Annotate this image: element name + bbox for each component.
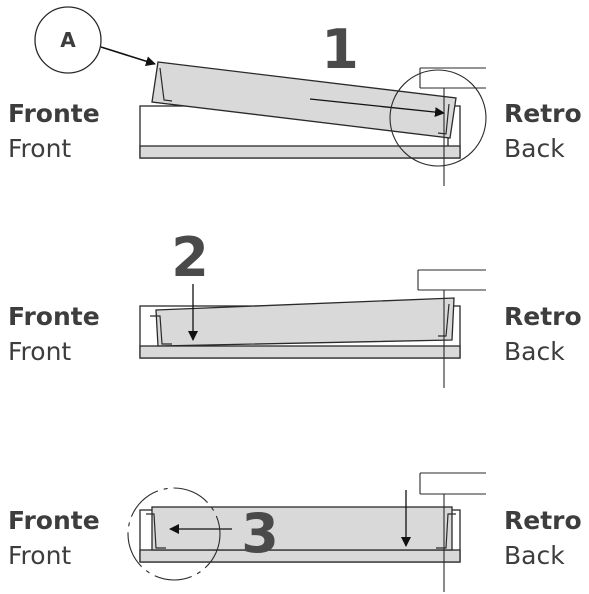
callout-a-circle	[34, 6, 102, 74]
callout-a-letter: A	[60, 28, 76, 52]
step-1-group: 1	[100, 18, 487, 186]
back-label-3-main: Retro	[504, 506, 582, 535]
back-label-3-sub: Back	[504, 541, 565, 570]
back-label-2-main: Retro	[504, 302, 582, 331]
step-1-detail-circle	[389, 69, 487, 167]
step-2-group: 2	[139, 226, 486, 388]
step-1-panel	[151, 61, 457, 139]
step-3-detail-circle	[127, 487, 221, 581]
front-labels: Fronte Front Fronte Front Fronte Front	[8, 99, 100, 570]
back-label-2-sub: Back	[504, 337, 565, 366]
back-label-1-sub: Back	[504, 134, 565, 163]
step-2-panel	[150, 297, 455, 347]
step-1-wall-lines	[419, 67, 486, 186]
back-labels: Retro Back Retro Back Retro Back	[504, 99, 582, 570]
step-1-arrow	[309, 98, 445, 118]
callout-a: A	[34, 6, 102, 74]
front-label-3-sub: Front	[8, 541, 71, 570]
step-3-group: 3	[127, 472, 486, 592]
callout-a-pointer	[100, 46, 156, 67]
step-3-number: 3	[241, 502, 279, 565]
step-3-wall-lines	[419, 472, 486, 592]
front-label-2-main: Fronte	[8, 302, 100, 331]
step-2-wall-lines	[417, 269, 486, 388]
back-label-1-main: Retro	[504, 99, 582, 128]
front-label-2-sub: Front	[8, 337, 71, 366]
front-label-3-main: Fronte	[8, 506, 100, 535]
step-1-number: 1	[321, 18, 359, 81]
step-2-number: 2	[171, 226, 209, 289]
front-label-1-sub: Front	[8, 134, 71, 163]
front-label-1-main: Fronte	[8, 99, 100, 128]
